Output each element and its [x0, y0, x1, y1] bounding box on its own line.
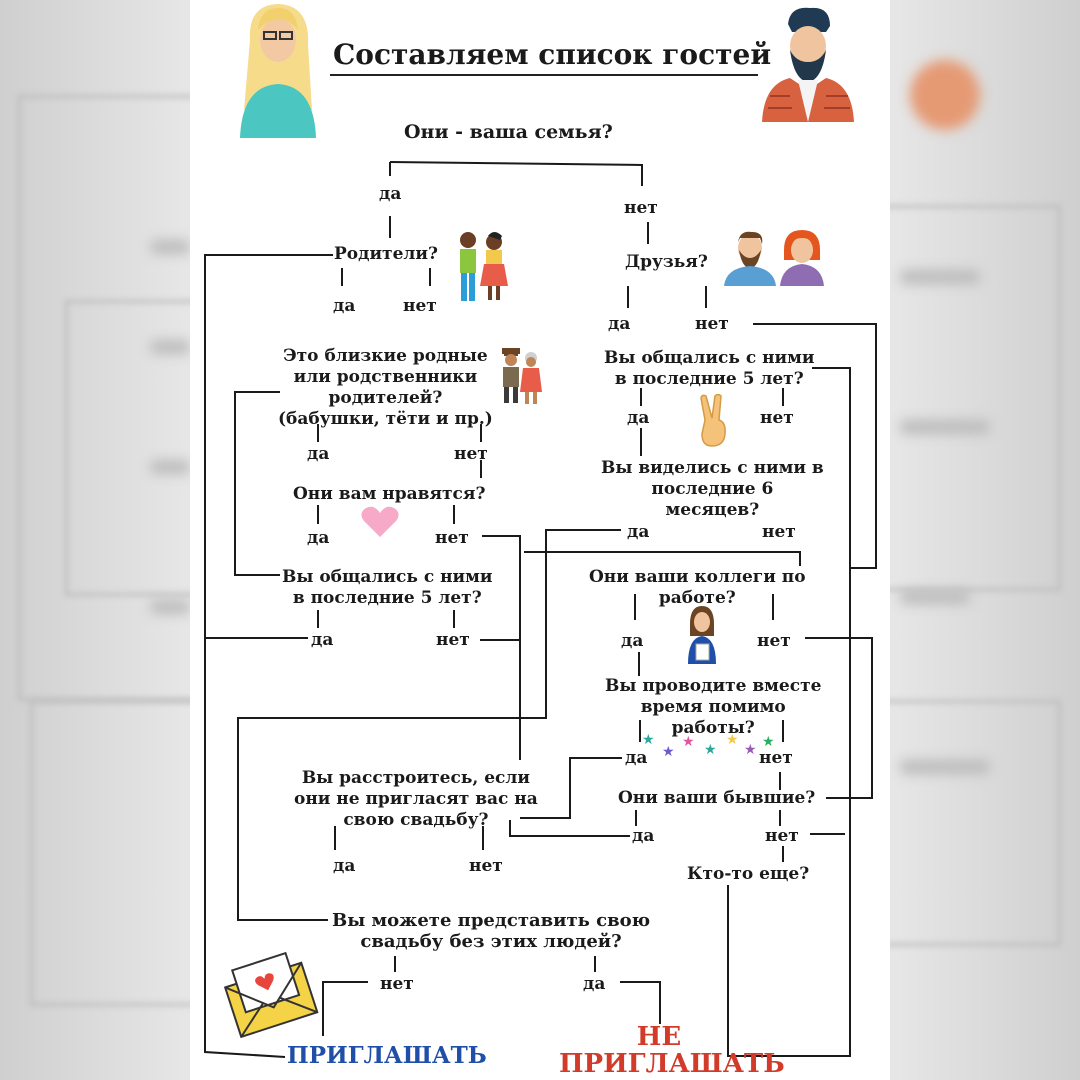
answer-no-colleagues: нет — [757, 631, 791, 651]
answer-yes-relatives: да — [307, 444, 330, 464]
connector — [237, 529, 621, 921]
backdrop-text-5 — [900, 270, 980, 284]
victory-hand-icon — [700, 394, 726, 447]
answer-yes-friends-talked: да — [627, 408, 650, 428]
connector — [520, 757, 622, 819]
elderly-couple-icon — [502, 348, 542, 404]
answer-no-upset: нет — [469, 856, 503, 876]
backdrop-text-7 — [900, 590, 970, 604]
svg-text:★: ★ — [762, 734, 775, 750]
question-exes: Они ваши бывшие? — [618, 788, 816, 808]
answer-no-friends: нет — [695, 314, 729, 334]
connector — [204, 254, 333, 1058]
backdrop-avatar — [910, 60, 980, 130]
backdrop-text-1 — [150, 240, 190, 254]
svg-text:★: ★ — [642, 732, 655, 748]
question-parents: Родители? — [334, 244, 438, 264]
question-like-them: Они вам нравятся? — [293, 484, 486, 504]
connector — [509, 820, 630, 837]
question-close-relatives: Это близкие родные или родственники роди… — [278, 346, 493, 429]
page-title: Составляем список гостей — [333, 38, 772, 71]
connector — [727, 885, 768, 1057]
answer-yes-parents: да — [333, 296, 356, 316]
question-friends-talked-5y: Вы общались с ними в последние 5 лет? — [604, 348, 815, 389]
answer-yes-exes: да — [632, 826, 655, 846]
svg-text:★: ★ — [682, 734, 695, 750]
connector — [524, 551, 801, 566]
connector — [322, 981, 368, 1036]
answer-yes-imagine: да — [583, 974, 606, 994]
connector — [768, 367, 851, 1057]
question-colleagues: Они ваши коллеги по работе? — [589, 567, 806, 608]
connector — [482, 535, 521, 760]
blonde-woman-icon — [240, 4, 316, 138]
answer-no-friends-talked: нет — [760, 408, 794, 428]
result-not-invite: НЕ ПРИГЛАШАТЬ — [559, 1022, 785, 1079]
connector — [234, 391, 280, 576]
answer-no-time-outside: нет — [759, 748, 793, 768]
answer-yes-colleagues: да — [621, 631, 644, 651]
answer-yes-upset: да — [333, 856, 356, 876]
question-time-outside-work: Вы проводите вместе время помимо работы? — [605, 676, 822, 738]
friends-icon — [724, 230, 824, 286]
answer-no-talked-5y: нет — [436, 630, 470, 650]
heart-icon — [361, 506, 399, 537]
question-imagine: Вы можете представить свою свадьбу без э… — [332, 910, 651, 952]
connector — [753, 323, 877, 569]
answer-yes-talked-5y: да — [311, 630, 334, 650]
question-seen-6m: Вы виделись с ними в последние 6 месяцев… — [601, 458, 824, 520]
love-letter-icon — [223, 951, 319, 1039]
answer-no-imagine: нет — [380, 974, 414, 994]
title-underline — [330, 74, 758, 76]
backdrop-frame-left-lower — [30, 700, 216, 1006]
stars-icon: ★ ★ ★ ★ ★ ★ ★ — [642, 732, 775, 760]
connector — [620, 981, 661, 1024]
answer-no-parents: нет — [403, 296, 437, 316]
backdrop-text-2 — [150, 340, 190, 354]
question-talked-5y: Вы общались с ними в последние 5 лет? — [282, 567, 493, 608]
answer-yes-like: да — [307, 528, 330, 548]
backdrop-text-3 — [150, 460, 190, 474]
backdrop-text-8 — [900, 760, 990, 774]
backdrop-text-4 — [150, 600, 190, 614]
answer-yes-friends: да — [608, 314, 631, 334]
result-invite: ПРИГЛАШАТЬ — [287, 1042, 487, 1069]
svg-text:★: ★ — [726, 732, 739, 748]
svg-text:★: ★ — [744, 742, 757, 758]
connector — [805, 637, 873, 799]
question-friends: Друзья? — [625, 252, 708, 272]
answer-no-family: нет — [624, 198, 658, 218]
answer-yes-seen-6m: да — [627, 522, 650, 542]
backdrop-frame-right — [880, 205, 1061, 591]
svg-text:★: ★ — [704, 742, 717, 758]
answer-no-seen-6m: нет — [762, 522, 796, 542]
flowchart-connectors — [204, 161, 877, 1058]
connector — [389, 161, 643, 186]
flowchart-card: Составляем список гостей Они - ваша семь… — [190, 0, 890, 1080]
backdrop-frame-right-lower — [880, 700, 1061, 946]
bearded-man-icon — [762, 7, 854, 122]
coworker-icon — [688, 606, 716, 664]
backdrop-text-6 — [900, 420, 990, 434]
answer-no-relatives: нет — [454, 444, 488, 464]
answer-yes-family: да — [379, 184, 402, 204]
question-family: Они - ваша семья? — [404, 121, 613, 143]
couple-icon — [460, 232, 508, 301]
question-upset: Вы расстроитесь, если они не пригласят в… — [294, 768, 538, 830]
question-someone-else: Кто-то еще? — [687, 864, 810, 884]
answer-no-like: нет — [435, 528, 469, 548]
answer-no-exes: нет — [765, 826, 799, 846]
answer-yes-time-outside: да — [625, 748, 648, 768]
svg-text:★: ★ — [662, 744, 675, 760]
